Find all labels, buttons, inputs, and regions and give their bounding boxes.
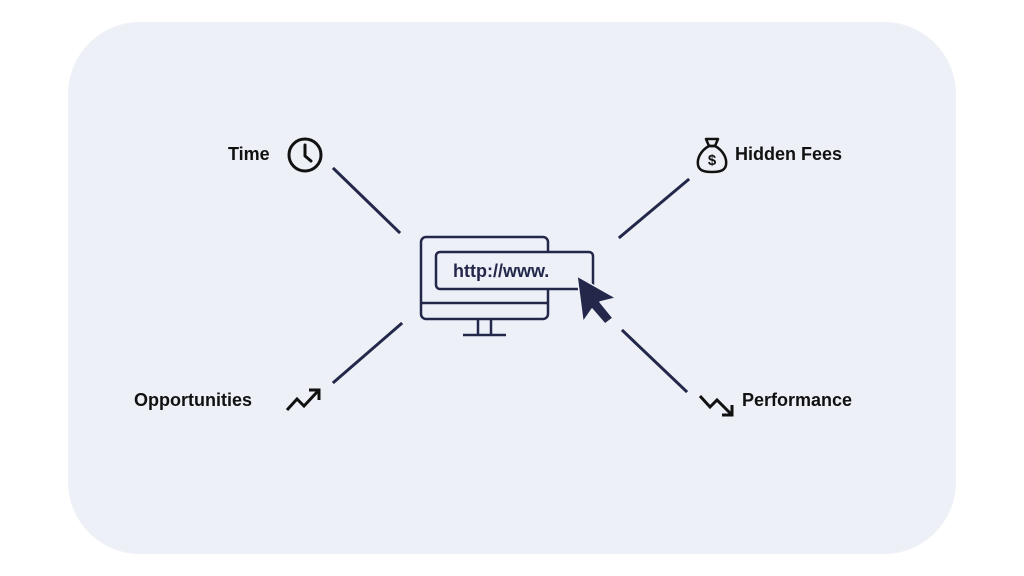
- cursor-icon: [576, 275, 617, 325]
- connector-time: [331, 166, 402, 235]
- node-label-hidden-fees: Hidden Fees: [735, 144, 843, 164]
- trend-up-icon: [285, 388, 321, 412]
- connector-opportunities: [331, 321, 404, 385]
- svg-text:$: $: [708, 152, 717, 169]
- connector-hidden-fees: [617, 177, 691, 240]
- clock-icon: [287, 137, 323, 173]
- money-bag-icon: $: [696, 137, 728, 174]
- node-label-performance: Performance: [742, 390, 853, 410]
- node-label-opportunities: Opportunities: [134, 390, 252, 410]
- url-bar: [434, 250, 595, 291]
- node-label-time: Time: [228, 144, 270, 164]
- connector-performance: [620, 328, 689, 394]
- url-text: http://www.: [453, 261, 549, 281]
- trend-down-icon: [698, 394, 734, 417]
